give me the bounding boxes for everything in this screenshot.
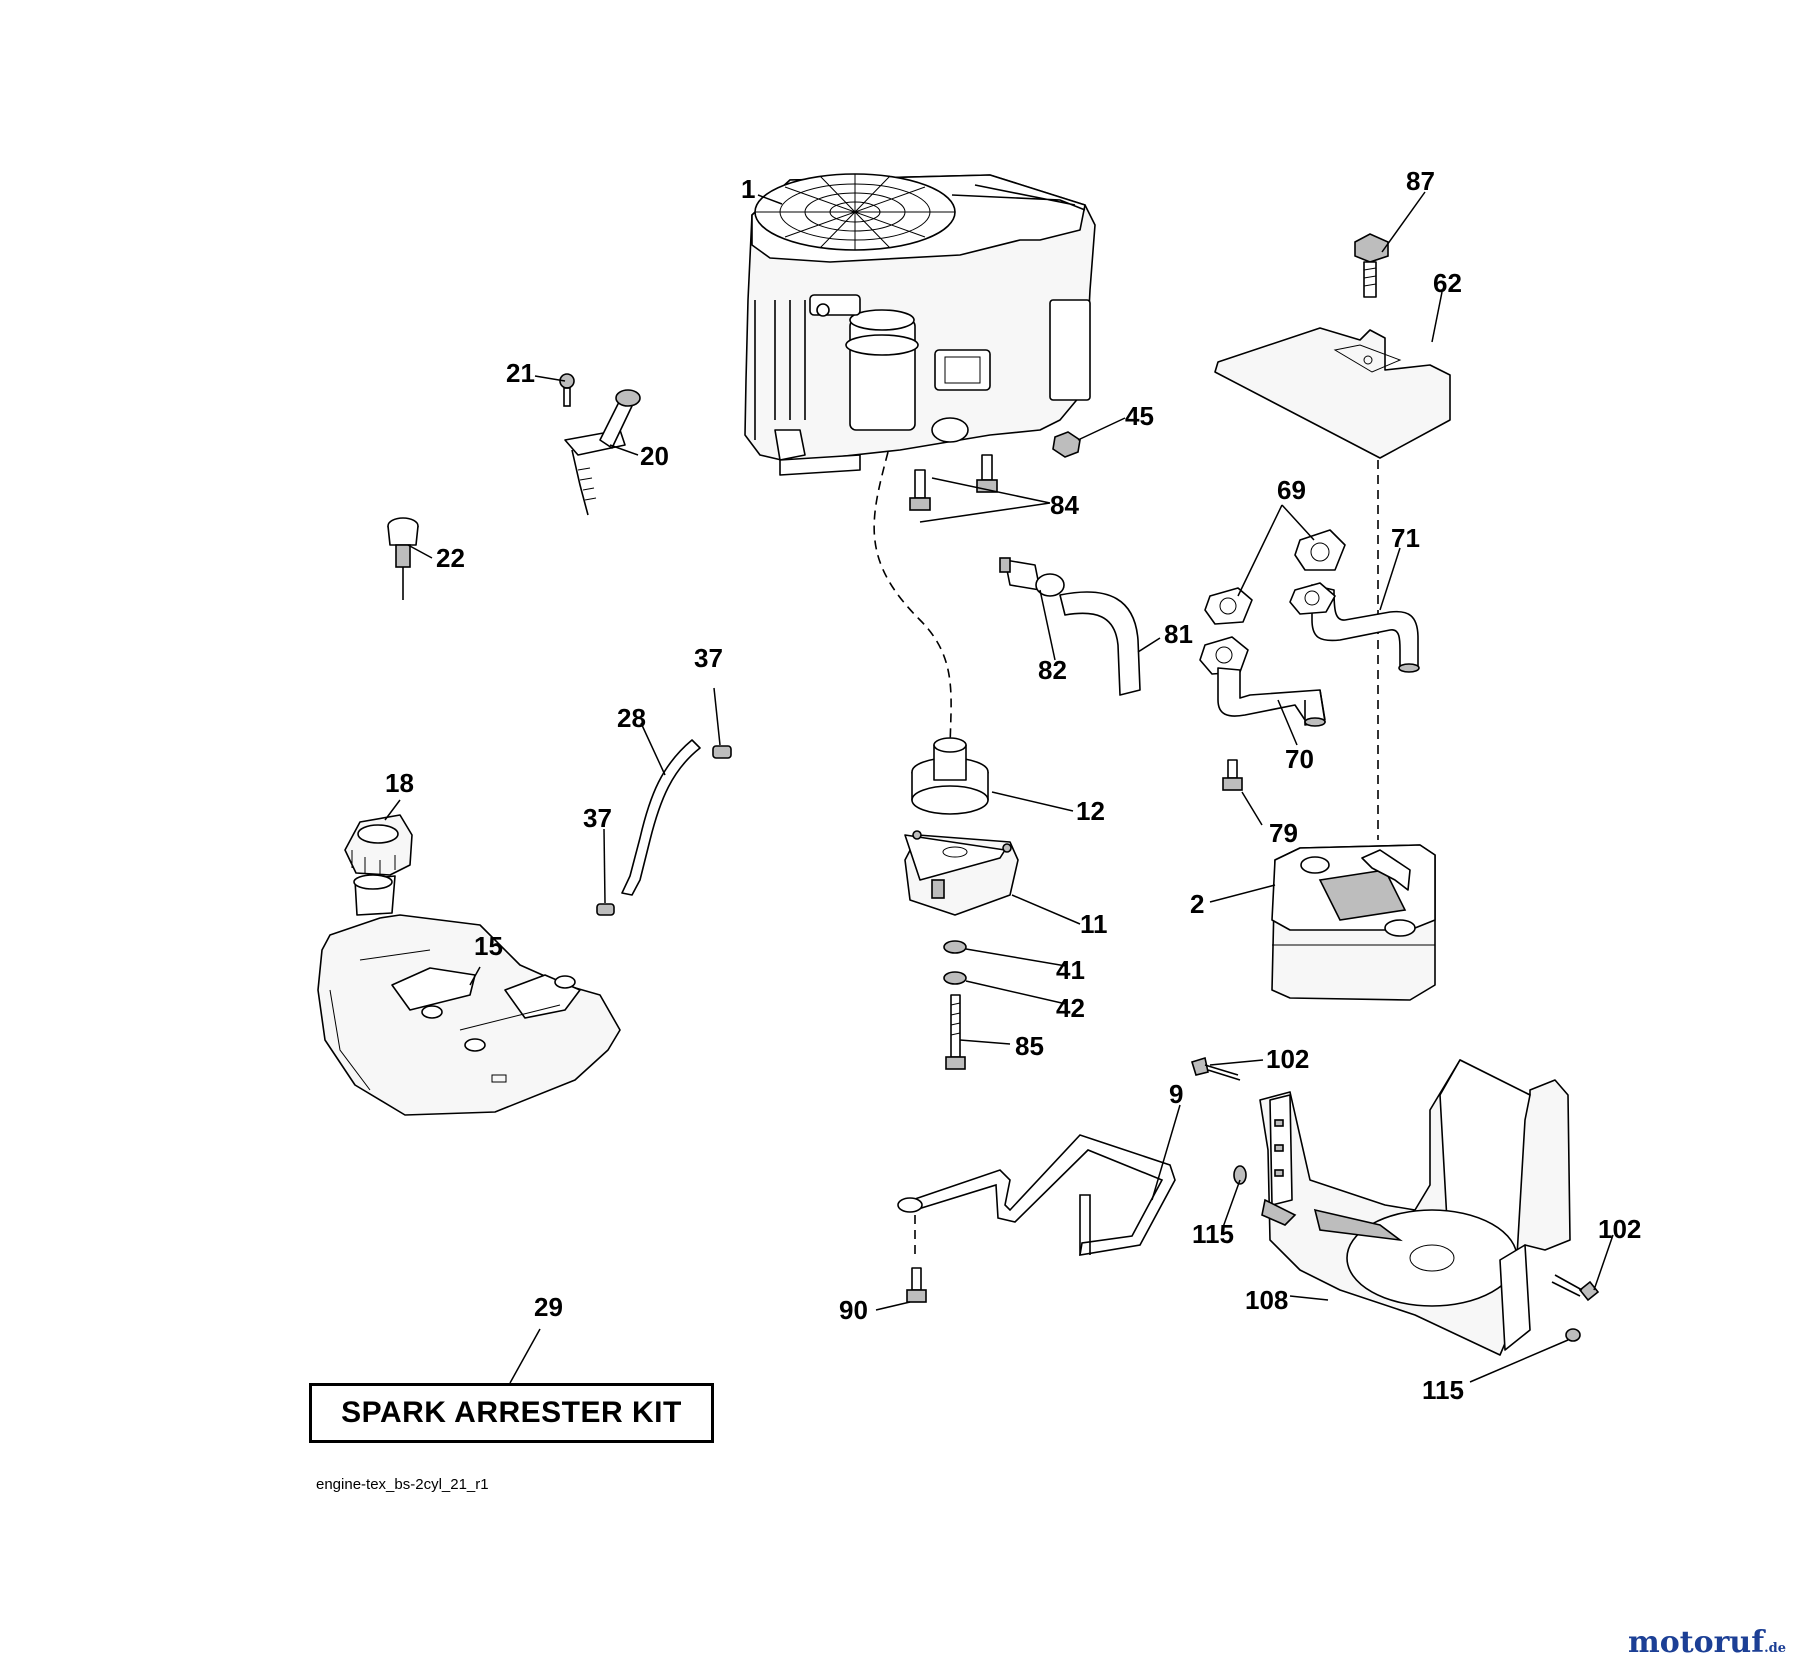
callout-70: 70 bbox=[1285, 744, 1314, 774]
callout-45: 45 bbox=[1125, 401, 1154, 431]
callout-42: 42 bbox=[1056, 993, 1085, 1023]
callout-62: 62 bbox=[1433, 268, 1462, 298]
fuel-line-28-part bbox=[621, 739, 701, 896]
callout-81: 81 bbox=[1164, 619, 1193, 649]
hose-81-part bbox=[1059, 591, 1141, 696]
callout-1: 1 bbox=[741, 174, 756, 204]
fitting-82-part bbox=[999, 557, 1065, 597]
callout-115b: 115 bbox=[1422, 1375, 1464, 1405]
washer-41-part bbox=[943, 940, 967, 954]
pulley-12-part bbox=[911, 737, 989, 815]
spark-arrester-kit-box: SPARK ARRESTER KIT bbox=[309, 1383, 714, 1443]
callout-84: 84 bbox=[1050, 490, 1079, 520]
washer-115b-part bbox=[1565, 1328, 1581, 1342]
callout-29: 29 bbox=[534, 1292, 563, 1322]
muffler-2-part bbox=[1271, 844, 1436, 1001]
assembly-dashed-line bbox=[873, 451, 952, 756]
washer-42-part bbox=[943, 971, 967, 985]
fuel-cap-18-part bbox=[344, 814, 413, 876]
exhaust-pipes-part bbox=[1199, 529, 1420, 727]
callout-108: 108 bbox=[1245, 1285, 1289, 1315]
callout-82: 82 bbox=[1038, 655, 1067, 685]
bolts-84-part bbox=[909, 454, 998, 511]
nut-45-part bbox=[1052, 431, 1081, 458]
fuel-tank-15-part bbox=[317, 874, 621, 1116]
bolts-102-part bbox=[1191, 1056, 1600, 1302]
callout-37b: 37 bbox=[583, 803, 612, 833]
callout-37a: 37 bbox=[694, 643, 723, 673]
callout-41: 41 bbox=[1056, 955, 1085, 985]
rod-9-part bbox=[911, 1134, 1176, 1256]
callout-11: 11 bbox=[1080, 909, 1108, 939]
callout-87: 87 bbox=[1406, 166, 1435, 196]
washer-115a-part bbox=[1233, 1165, 1247, 1185]
bolt-87-part bbox=[1354, 233, 1389, 298]
watermark-tld: .de bbox=[1764, 1641, 1786, 1656]
drawing-id-text: engine-tex_bs-2cyl_21_r1 bbox=[316, 1476, 489, 1493]
callout-15: 15 bbox=[474, 931, 503, 961]
guard-108-part bbox=[1259, 1059, 1571, 1356]
bolt-85-part bbox=[945, 994, 966, 1070]
heat-shield-62-part bbox=[1214, 327, 1451, 459]
callout-115a: 115 bbox=[1192, 1219, 1234, 1249]
callout-28: 28 bbox=[617, 703, 646, 733]
clamps-37-part bbox=[596, 745, 732, 916]
choke-knob-22-part bbox=[387, 517, 419, 600]
callout-69: 69 bbox=[1277, 475, 1306, 505]
spark-arrester-kit-label: SPARK ARRESTER KIT bbox=[341, 1396, 682, 1429]
callout-22: 22 bbox=[436, 543, 465, 573]
callout-79: 79 bbox=[1269, 818, 1298, 848]
callout-71: 71 bbox=[1391, 523, 1420, 553]
callout-21: 21 bbox=[506, 358, 535, 388]
callout-85: 85 bbox=[1015, 1031, 1044, 1061]
callout-18: 18 bbox=[385, 768, 414, 798]
leader-lines bbox=[384, 191, 1614, 1384]
bolt-90-part bbox=[906, 1267, 927, 1303]
engine-part bbox=[744, 173, 1096, 476]
callout-20: 20 bbox=[640, 441, 669, 471]
callout-2: 2 bbox=[1190, 889, 1205, 919]
watermark-logo: motoruf.de bbox=[1628, 1625, 1786, 1660]
clutch-11-part bbox=[904, 830, 1019, 916]
callout-12: 12 bbox=[1076, 796, 1105, 826]
bolt-79-part bbox=[1222, 759, 1243, 791]
callout-102b: 102 bbox=[1598, 1214, 1642, 1244]
callout-9: 9 bbox=[1169, 1079, 1184, 1109]
callout-90: 90 bbox=[839, 1295, 868, 1325]
throttle-control-20-part bbox=[559, 373, 641, 516]
callout-102a: 102 bbox=[1266, 1044, 1310, 1074]
watermark-brand: motoruf bbox=[1627, 1625, 1765, 1660]
